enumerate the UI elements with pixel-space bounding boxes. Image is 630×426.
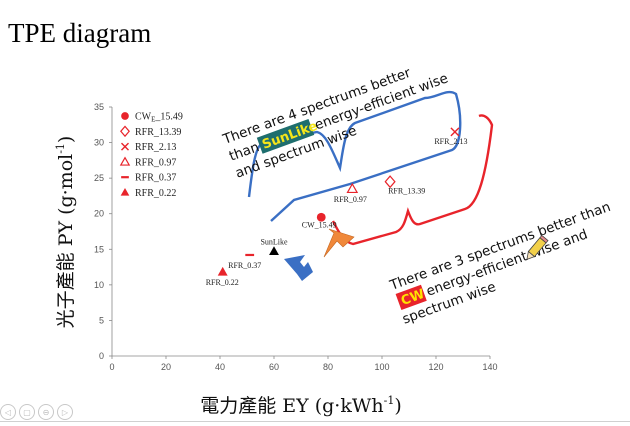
x-tick-label: 20 bbox=[161, 362, 171, 372]
y-axis-title: 光子產能 PY (g·mol-1) bbox=[54, 136, 77, 329]
pencil-icon bbox=[526, 234, 549, 261]
prev-slide-icon[interactable]: ◁ bbox=[0, 404, 16, 420]
pencil-eraser bbox=[539, 234, 549, 244]
legend-label: RFR_0.22 bbox=[135, 188, 176, 199]
legend-marker bbox=[120, 187, 130, 196]
data-point-stroke-b bbox=[450, 127, 460, 137]
y-tick-label: 10 bbox=[94, 280, 104, 290]
legend-marker-stroke-b bbox=[121, 142, 129, 151]
sunlike-highlight bbox=[256, 118, 315, 154]
legend-label: RFR_0.37 bbox=[135, 173, 176, 184]
data-point bbox=[316, 212, 326, 222]
point-label: RFR_13.39 bbox=[388, 187, 425, 196]
slide-view-icon[interactable]: ▢ bbox=[19, 404, 35, 420]
blue-arrow-icon bbox=[284, 255, 313, 281]
y-tick-label: 35 bbox=[94, 102, 104, 112]
page-title: TPE diagram bbox=[8, 18, 152, 48]
cw-note-line1: There are 3 spectrums better than bbox=[387, 199, 613, 294]
x-tick-label: 60 bbox=[269, 362, 279, 372]
y-tick-label: 30 bbox=[94, 138, 104, 148]
x-tick-label: 100 bbox=[374, 362, 389, 372]
chart-points: CW_15.49 RFR_13.39 RFR_2.13RFR_0.97RFR_0.3… bbox=[206, 127, 467, 287]
y-tick-label: 5 bbox=[99, 315, 104, 325]
data-point bbox=[217, 266, 228, 276]
bottom-divider bbox=[0, 421, 630, 422]
point-label: RFR_2.13 bbox=[434, 137, 467, 146]
y-tick-label: 0 bbox=[99, 351, 104, 361]
zoom-out-icon[interactable]: ⊖ bbox=[38, 404, 54, 420]
x-axis-title: 電力產能 EY (g·kWh-1) bbox=[200, 394, 402, 417]
chart-legend: CWE_15.49RFR_13.39RFR_2.13RFR_0.97RFR_0.… bbox=[119, 112, 183, 199]
x-tick-label: 40 bbox=[215, 362, 225, 372]
legend-marker bbox=[121, 142, 129, 151]
cw-highlight bbox=[395, 284, 427, 310]
axis-titles: 電力產能 EY (g·kWh-1) 光子產能 PY (g·mol-1) bbox=[54, 136, 402, 417]
reference-point bbox=[269, 246, 279, 256]
y-tick-label: 25 bbox=[94, 173, 104, 183]
next-slide-icon[interactable]: ▷ bbox=[57, 404, 73, 420]
data-point bbox=[450, 127, 460, 137]
pencil-tip bbox=[526, 250, 536, 261]
orange-arrow-icon bbox=[323, 228, 355, 258]
legend-label: RFR_13.39 bbox=[135, 127, 181, 138]
point-label: RFR_0.22 bbox=[206, 278, 239, 287]
point-label: RFR_0.97 bbox=[334, 195, 367, 204]
legend-label: RFR_0.97 bbox=[135, 157, 176, 168]
slide-controls: ◁ ▢ ⊖ ▷ bbox=[0, 404, 73, 420]
x-tick-label: 140 bbox=[482, 362, 497, 372]
x-tick-label: 0 bbox=[109, 362, 114, 372]
legend-marker bbox=[121, 112, 129, 120]
x-tick-label: 120 bbox=[428, 362, 443, 372]
data-point bbox=[346, 182, 359, 194]
y-tick-label: 20 bbox=[94, 209, 104, 219]
legend-label: CWE_15.49 bbox=[135, 112, 183, 124]
reference-label: SunLike bbox=[260, 237, 288, 246]
x-tick-label: 80 bbox=[323, 362, 333, 372]
point-label: RFR_0.37 bbox=[228, 261, 261, 270]
data-point bbox=[384, 175, 396, 189]
legend-label: RFR_2.13 bbox=[135, 142, 176, 153]
y-tick-label: 15 bbox=[94, 244, 104, 254]
cw-bracket bbox=[331, 114, 494, 246]
chart-axes: 0 5 10 15 20 25 30 35 0 20 40 60 80 100 120 140 bbox=[94, 102, 498, 372]
point-label: CW_15.49 bbox=[302, 220, 337, 229]
legend-marker bbox=[120, 125, 130, 138]
legend-marker bbox=[119, 156, 131, 166]
